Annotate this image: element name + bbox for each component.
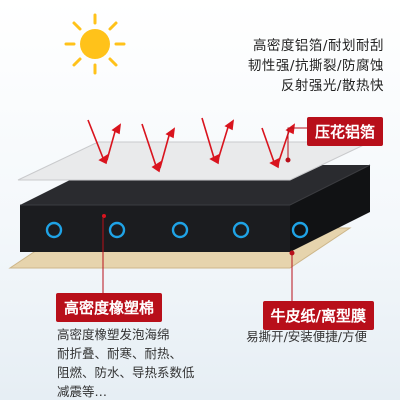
foam-layer-label: 高密度橡塑棉: [56, 293, 163, 322]
eco-icons: [45, 221, 309, 239]
heat-reflection-arrows: [87, 117, 296, 173]
eco-icon-3: [171, 221, 189, 239]
foam-marker-dot: [102, 214, 106, 218]
property-line: 高密度铝箔/耐划耐刮: [252, 38, 384, 54]
paper-description: 易撕开/安装便捷/方便: [246, 329, 367, 344]
arrow-pair-1: [87, 119, 122, 165]
foil-layer-label: 压花铝箔: [306, 117, 383, 146]
eco-icon-1: [45, 221, 63, 239]
eco-icon-2: [108, 221, 126, 239]
arrow-pair-3: [201, 117, 235, 165]
foam-description-line: 高密度橡塑发泡海绵: [57, 327, 170, 342]
foam-description: 高密度橡塑发泡海绵 耐折叠、耐寒、耐热、 阻燃、防水、导热系数低 减震等…: [57, 325, 195, 401]
foam-description-line: 耐折叠、耐寒、耐热、: [57, 346, 183, 361]
arrow-pair-4: [261, 123, 296, 169]
foil-properties: 高密度铝箔/耐划耐刮 韧性强/抗撕裂/防腐蚀 反射强光/散热快: [248, 36, 384, 96]
property-line: 韧性强/抗撕裂/防腐蚀: [247, 58, 384, 74]
eco-icon-5: [291, 221, 309, 239]
arrow-pair-2: [141, 123, 176, 173]
foam-description-line: 阻燃、防水、导热系数低: [57, 365, 195, 380]
property-line: 反射强光/散热快: [280, 78, 384, 94]
paper-layer-label: 牛皮纸/离型膜: [262, 301, 374, 330]
eco-icon-4: [232, 221, 250, 239]
foam-description-line: 减震等…: [57, 384, 108, 399]
sun-icon: [64, 13, 126, 75]
